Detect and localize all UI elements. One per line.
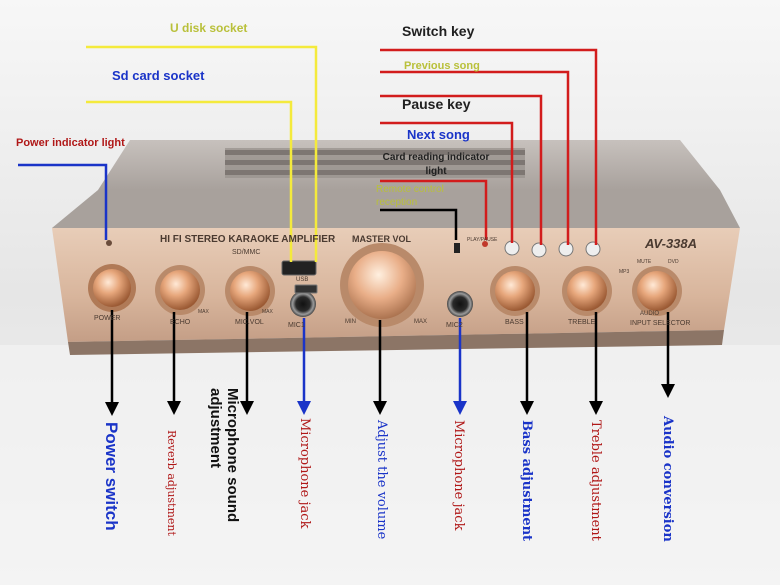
arrow-volume bbox=[373, 401, 387, 415]
mark-play-pause: PLAY/PAUSE bbox=[467, 237, 498, 243]
callout-next-song: Next song bbox=[407, 127, 470, 142]
callout-remote-control: Remote control reception bbox=[376, 184, 444, 208]
label-mic2: MIC2 bbox=[446, 322, 463, 329]
label-sdmmc: SD/MMC bbox=[232, 249, 261, 256]
remote-sensor bbox=[454, 243, 460, 253]
callout-mic-jack-2: Microphone jack bbox=[451, 420, 466, 531]
line-switch bbox=[380, 48, 598, 245]
power-indicator-light bbox=[106, 240, 112, 246]
callout-sd-card-socket: Sd card socket bbox=[112, 68, 205, 83]
label-master-vol: MASTER VOL bbox=[352, 234, 412, 244]
callout-mic-jack-1: Microphone jack bbox=[297, 418, 312, 529]
label-mic1: MIC1 bbox=[288, 322, 305, 329]
callout-audio-conversion: Audio conversion bbox=[660, 416, 675, 542]
arrow-reverb bbox=[167, 401, 181, 415]
line-remote bbox=[380, 208, 458, 240]
callout-previous-song: Previous song bbox=[404, 60, 480, 72]
mark-mute: MUTE bbox=[637, 259, 652, 265]
mic2-jack[interactable] bbox=[447, 291, 473, 317]
line-sd bbox=[86, 100, 293, 262]
mic-vol-knob[interactable] bbox=[225, 266, 275, 316]
panel-header: HI FI STEREO KARAOKE AMPLIFIER bbox=[160, 234, 336, 245]
callout-card-reading-light: Card reading indicator light bbox=[382, 152, 490, 177]
mic1-jack[interactable] bbox=[290, 291, 316, 317]
label-power: POWER bbox=[94, 315, 121, 322]
line-usb bbox=[86, 45, 318, 262]
line-power-light bbox=[18, 163, 108, 240]
bass-knob[interactable] bbox=[490, 266, 540, 316]
mark-max-master: MAX bbox=[414, 319, 428, 325]
arrow-mic1 bbox=[297, 401, 311, 415]
previous-button[interactable] bbox=[558, 241, 574, 257]
callout-mic-sound-adjustment: Microphone sound adjustment bbox=[207, 388, 241, 523]
mark-max-micvol: MAX bbox=[262, 309, 273, 315]
arrow-treble bbox=[589, 401, 603, 415]
next-button[interactable] bbox=[531, 242, 547, 258]
line-next bbox=[380, 121, 514, 243]
arrow-bass bbox=[520, 401, 534, 415]
line-pause bbox=[380, 94, 543, 245]
mark-min-master: MIN bbox=[345, 319, 356, 325]
usb-slot[interactable] bbox=[294, 284, 318, 294]
callout-reverb-adjustment: Reverb adjustment bbox=[165, 430, 178, 536]
label-bass: BASS bbox=[505, 319, 524, 326]
table-surface bbox=[0, 345, 780, 585]
callout-adjust-volume: Adjust the volume bbox=[374, 420, 389, 540]
master-volume-knob[interactable] bbox=[340, 243, 424, 327]
arrow-audio bbox=[661, 384, 675, 398]
callout-bass-adjustment: Bass adjustment bbox=[519, 420, 534, 542]
label-mic-vol: MIC.VOL bbox=[235, 319, 264, 326]
arrow-mic-sound bbox=[240, 401, 254, 415]
panel-model: AV-338A bbox=[645, 236, 698, 251]
mark-mp3: MP3 bbox=[619, 269, 630, 275]
line-card bbox=[380, 179, 488, 240]
echo-knob[interactable] bbox=[155, 265, 205, 315]
arrow-power-switch bbox=[105, 402, 119, 416]
callout-usb-socket: U disk socket bbox=[170, 21, 248, 35]
label-input-selector: INPUT SELECTOR bbox=[630, 320, 691, 327]
callout-power-switch: Power switch bbox=[102, 422, 121, 531]
callout-switch-key: Switch key bbox=[402, 23, 475, 39]
pause-button[interactable] bbox=[504, 240, 520, 256]
mark-max-echo: MAX bbox=[198, 309, 209, 315]
label-treble: TREBLE bbox=[568, 319, 596, 326]
power-knob[interactable] bbox=[88, 264, 136, 312]
line-previous bbox=[380, 70, 570, 245]
card-reading-light bbox=[482, 241, 488, 247]
input-selector-knob[interactable] bbox=[632, 266, 682, 316]
callout-pause-key: Pause key bbox=[402, 96, 471, 112]
callout-treble-adjustment: Treble adjustment bbox=[588, 420, 603, 541]
label-audio: AUDIO bbox=[640, 311, 660, 317]
callout-power-indicator: Power indicator light bbox=[16, 137, 125, 149]
label-usb: USB bbox=[296, 277, 309, 283]
mark-dvd: DVD bbox=[668, 259, 679, 265]
arrow-mic2 bbox=[453, 401, 467, 415]
sd-card-slot[interactable] bbox=[281, 260, 317, 276]
treble-knob[interactable] bbox=[562, 266, 612, 316]
switch-button[interactable] bbox=[585, 241, 601, 257]
label-echo: ECHO bbox=[170, 319, 191, 326]
